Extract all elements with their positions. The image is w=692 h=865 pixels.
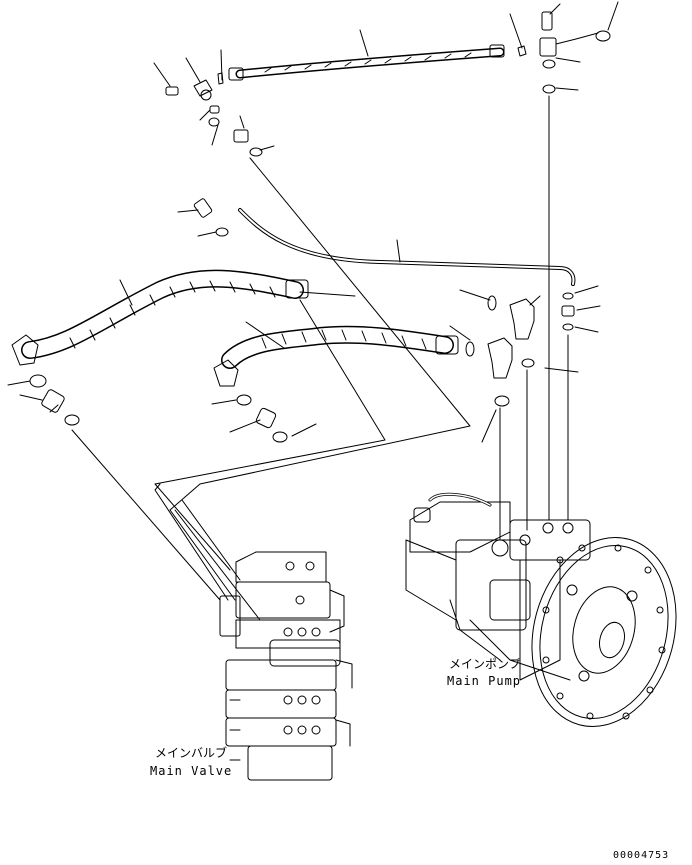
main-pump-label: Main Pump bbox=[447, 674, 522, 688]
leader-lines bbox=[71, 95, 569, 621]
big-hose-lower bbox=[211, 321, 459, 443]
main-pump-label-jp: メインポンプ bbox=[449, 657, 521, 671]
top-hose bbox=[228, 29, 505, 81]
left-fittings bbox=[7, 374, 80, 426]
drawing-number: 00004753 bbox=[613, 850, 670, 861]
top-right-tee bbox=[509, 1, 619, 94]
thin-tube bbox=[177, 198, 576, 286]
top-left-fittings bbox=[153, 49, 275, 157]
thin-tube-fittings bbox=[561, 285, 601, 333]
main-valve-label-jp: メインバルブ bbox=[155, 746, 228, 760]
main-pump bbox=[405, 492, 591, 681]
main-valve bbox=[219, 551, 353, 781]
elbow-fittings bbox=[449, 289, 579, 443]
big-hose-upper bbox=[11, 269, 356, 366]
main-valve-label: Main Valve bbox=[150, 764, 233, 778]
pump-flange bbox=[531, 537, 677, 727]
